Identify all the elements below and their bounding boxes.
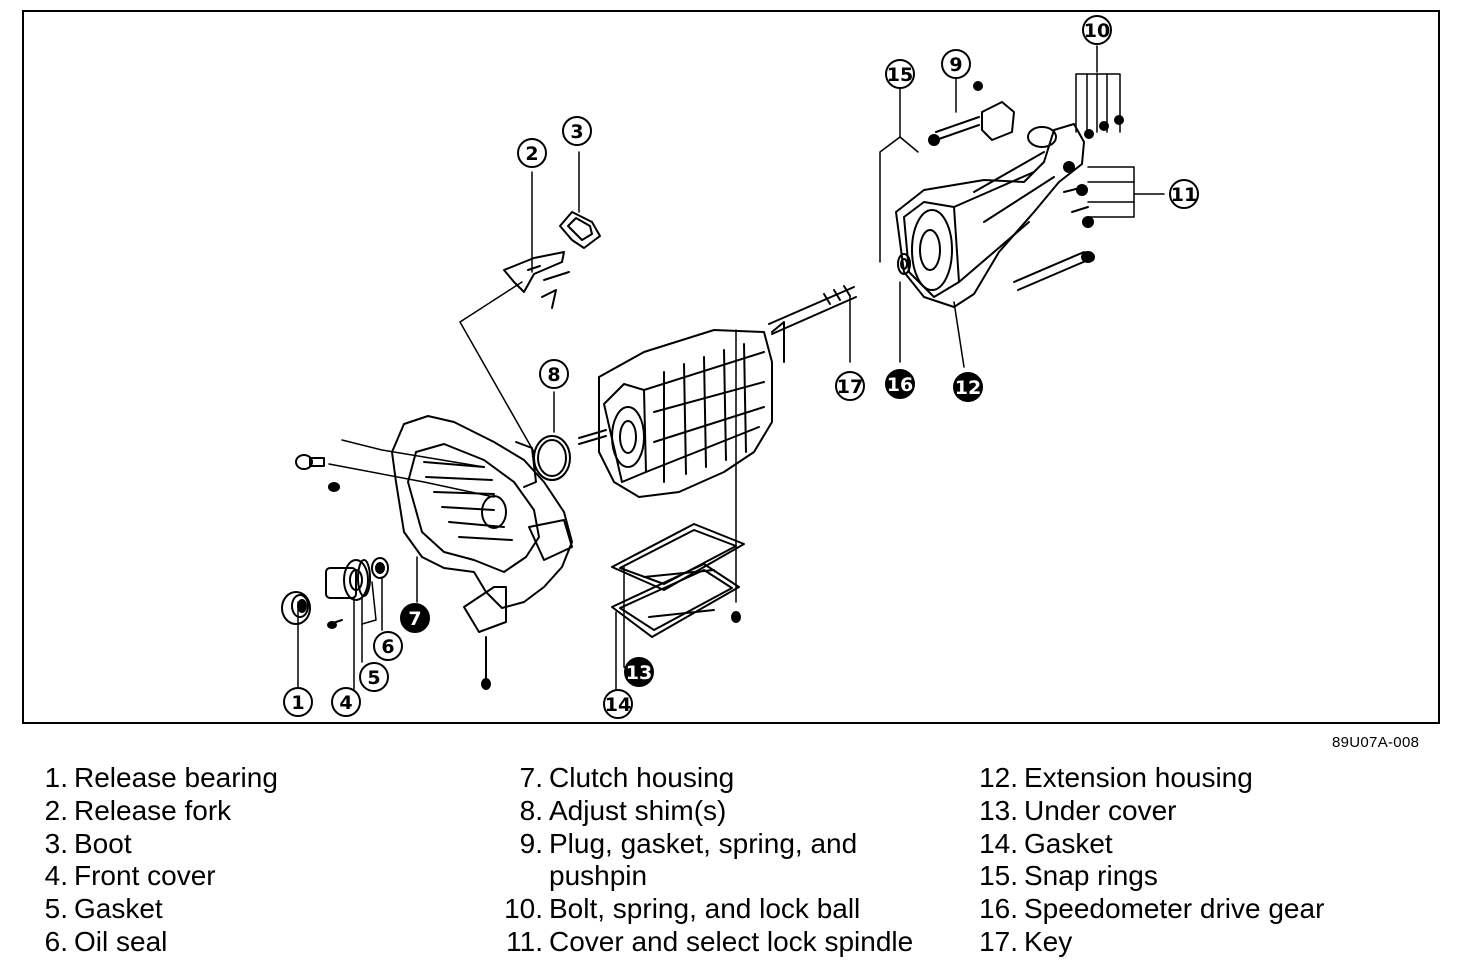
- callout-9: 9: [941, 49, 971, 79]
- callout-3: 3: [562, 116, 592, 146]
- legend-number: 8.: [519, 794, 543, 826]
- callout-label: 2: [525, 143, 538, 165]
- legend-text: Gasket: [1024, 827, 1113, 859]
- legend-text: Gasket: [74, 893, 163, 925]
- legend-text: Release bearing: [74, 762, 278, 793]
- legend-number: 7.: [519, 762, 543, 793]
- callout-8: 8: [539, 359, 569, 389]
- callout-7: 7: [400, 603, 430, 633]
- legend-number: 1.: [44, 762, 68, 793]
- legend-text: Adjust shim(s): [549, 794, 727, 826]
- callout-label: 14: [605, 694, 631, 716]
- transmission-case: [578, 285, 857, 498]
- release-bearing: [281, 591, 311, 625]
- legend-number: 3.: [44, 827, 68, 859]
- legend-number: 16.: [979, 893, 1018, 925]
- callout-label: 5: [367, 667, 380, 689]
- legend-text: Plug, gasket, spring, and: [549, 827, 858, 859]
- callout-5: 5: [359, 662, 389, 692]
- callout-label: 12: [955, 377, 981, 399]
- callout-label: 7: [408, 608, 421, 630]
- callout-12: 12: [953, 372, 983, 402]
- callout-label: 17: [837, 376, 863, 398]
- release-fork: [503, 251, 570, 309]
- clutch-housing: [295, 415, 573, 690]
- callout-label: 13: [626, 662, 652, 684]
- callout-13: 13: [624, 657, 654, 687]
- figure-code: 89U07A-008: [1332, 734, 1420, 751]
- callout-16: 16: [885, 369, 915, 399]
- callout-label: 16: [887, 374, 913, 396]
- callout-6: 6: [373, 631, 403, 661]
- legend-text: Boot: [74, 827, 132, 859]
- callout-14: 14: [603, 689, 633, 719]
- callout-4: 4: [331, 687, 361, 717]
- callout-label: 9: [949, 54, 962, 76]
- callout-label: 8: [547, 364, 560, 386]
- select-lock-spindle: [1063, 161, 1094, 228]
- under-cover: [611, 523, 745, 638]
- legend-number: 14.: [979, 827, 1018, 859]
- legend-number: 13.: [979, 794, 1018, 826]
- legend-number: 6.: [44, 925, 68, 957]
- legend-number: 12.: [979, 762, 1018, 793]
- callout-label: 15: [887, 64, 913, 86]
- plug-assembly: [928, 81, 1015, 146]
- legend-text: pushpin: [549, 860, 648, 892]
- legend-text: Oil seal: [74, 925, 168, 957]
- legend-text: Release fork: [74, 794, 232, 826]
- callout-label: 3: [570, 121, 583, 143]
- callout-10: 10: [1082, 15, 1112, 45]
- legend-text: Bolt, spring, and lock ball: [549, 893, 861, 925]
- callout-label: 11: [1171, 184, 1197, 206]
- legend-text: Front cover: [74, 860, 216, 892]
- callout-15: 15: [885, 59, 915, 89]
- legend-text: Snap rings: [1024, 860, 1158, 892]
- front-cover: [325, 557, 389, 629]
- legend-number: 9.: [519, 827, 543, 859]
- boot: [559, 211, 601, 249]
- callout-2: 2: [517, 138, 547, 168]
- lock-bolts: [1084, 115, 1124, 139]
- callout-17: 17: [835, 371, 865, 401]
- callout-label: 1: [291, 692, 304, 714]
- legend-number: 10.: [504, 893, 543, 925]
- legend-text: Speedometer drive gear: [1024, 893, 1325, 925]
- legend-number: 5.: [44, 893, 68, 925]
- legend-number: 11.: [506, 925, 543, 957]
- legend-text: Cover and select lock spindle: [549, 925, 914, 957]
- callout-label: 10: [1084, 20, 1110, 42]
- legend-text: Extension housing: [1024, 762, 1253, 793]
- legend-text: Clutch housing: [549, 762, 735, 793]
- legend-number: 15.: [979, 860, 1018, 892]
- callout-11: 11: [1169, 179, 1199, 209]
- legend-text: Key: [1024, 925, 1073, 957]
- legend-text: Under cover: [1024, 794, 1177, 826]
- callout-label: 6: [381, 636, 394, 658]
- callout-1: 1: [283, 687, 313, 717]
- legend-number: 4.: [44, 860, 68, 892]
- legend-number: 2.: [44, 794, 68, 826]
- adjust-shim: [533, 435, 571, 481]
- extension-housing: [895, 123, 1095, 308]
- callout-label: 4: [339, 692, 352, 714]
- legend-number: 17.: [979, 925, 1018, 957]
